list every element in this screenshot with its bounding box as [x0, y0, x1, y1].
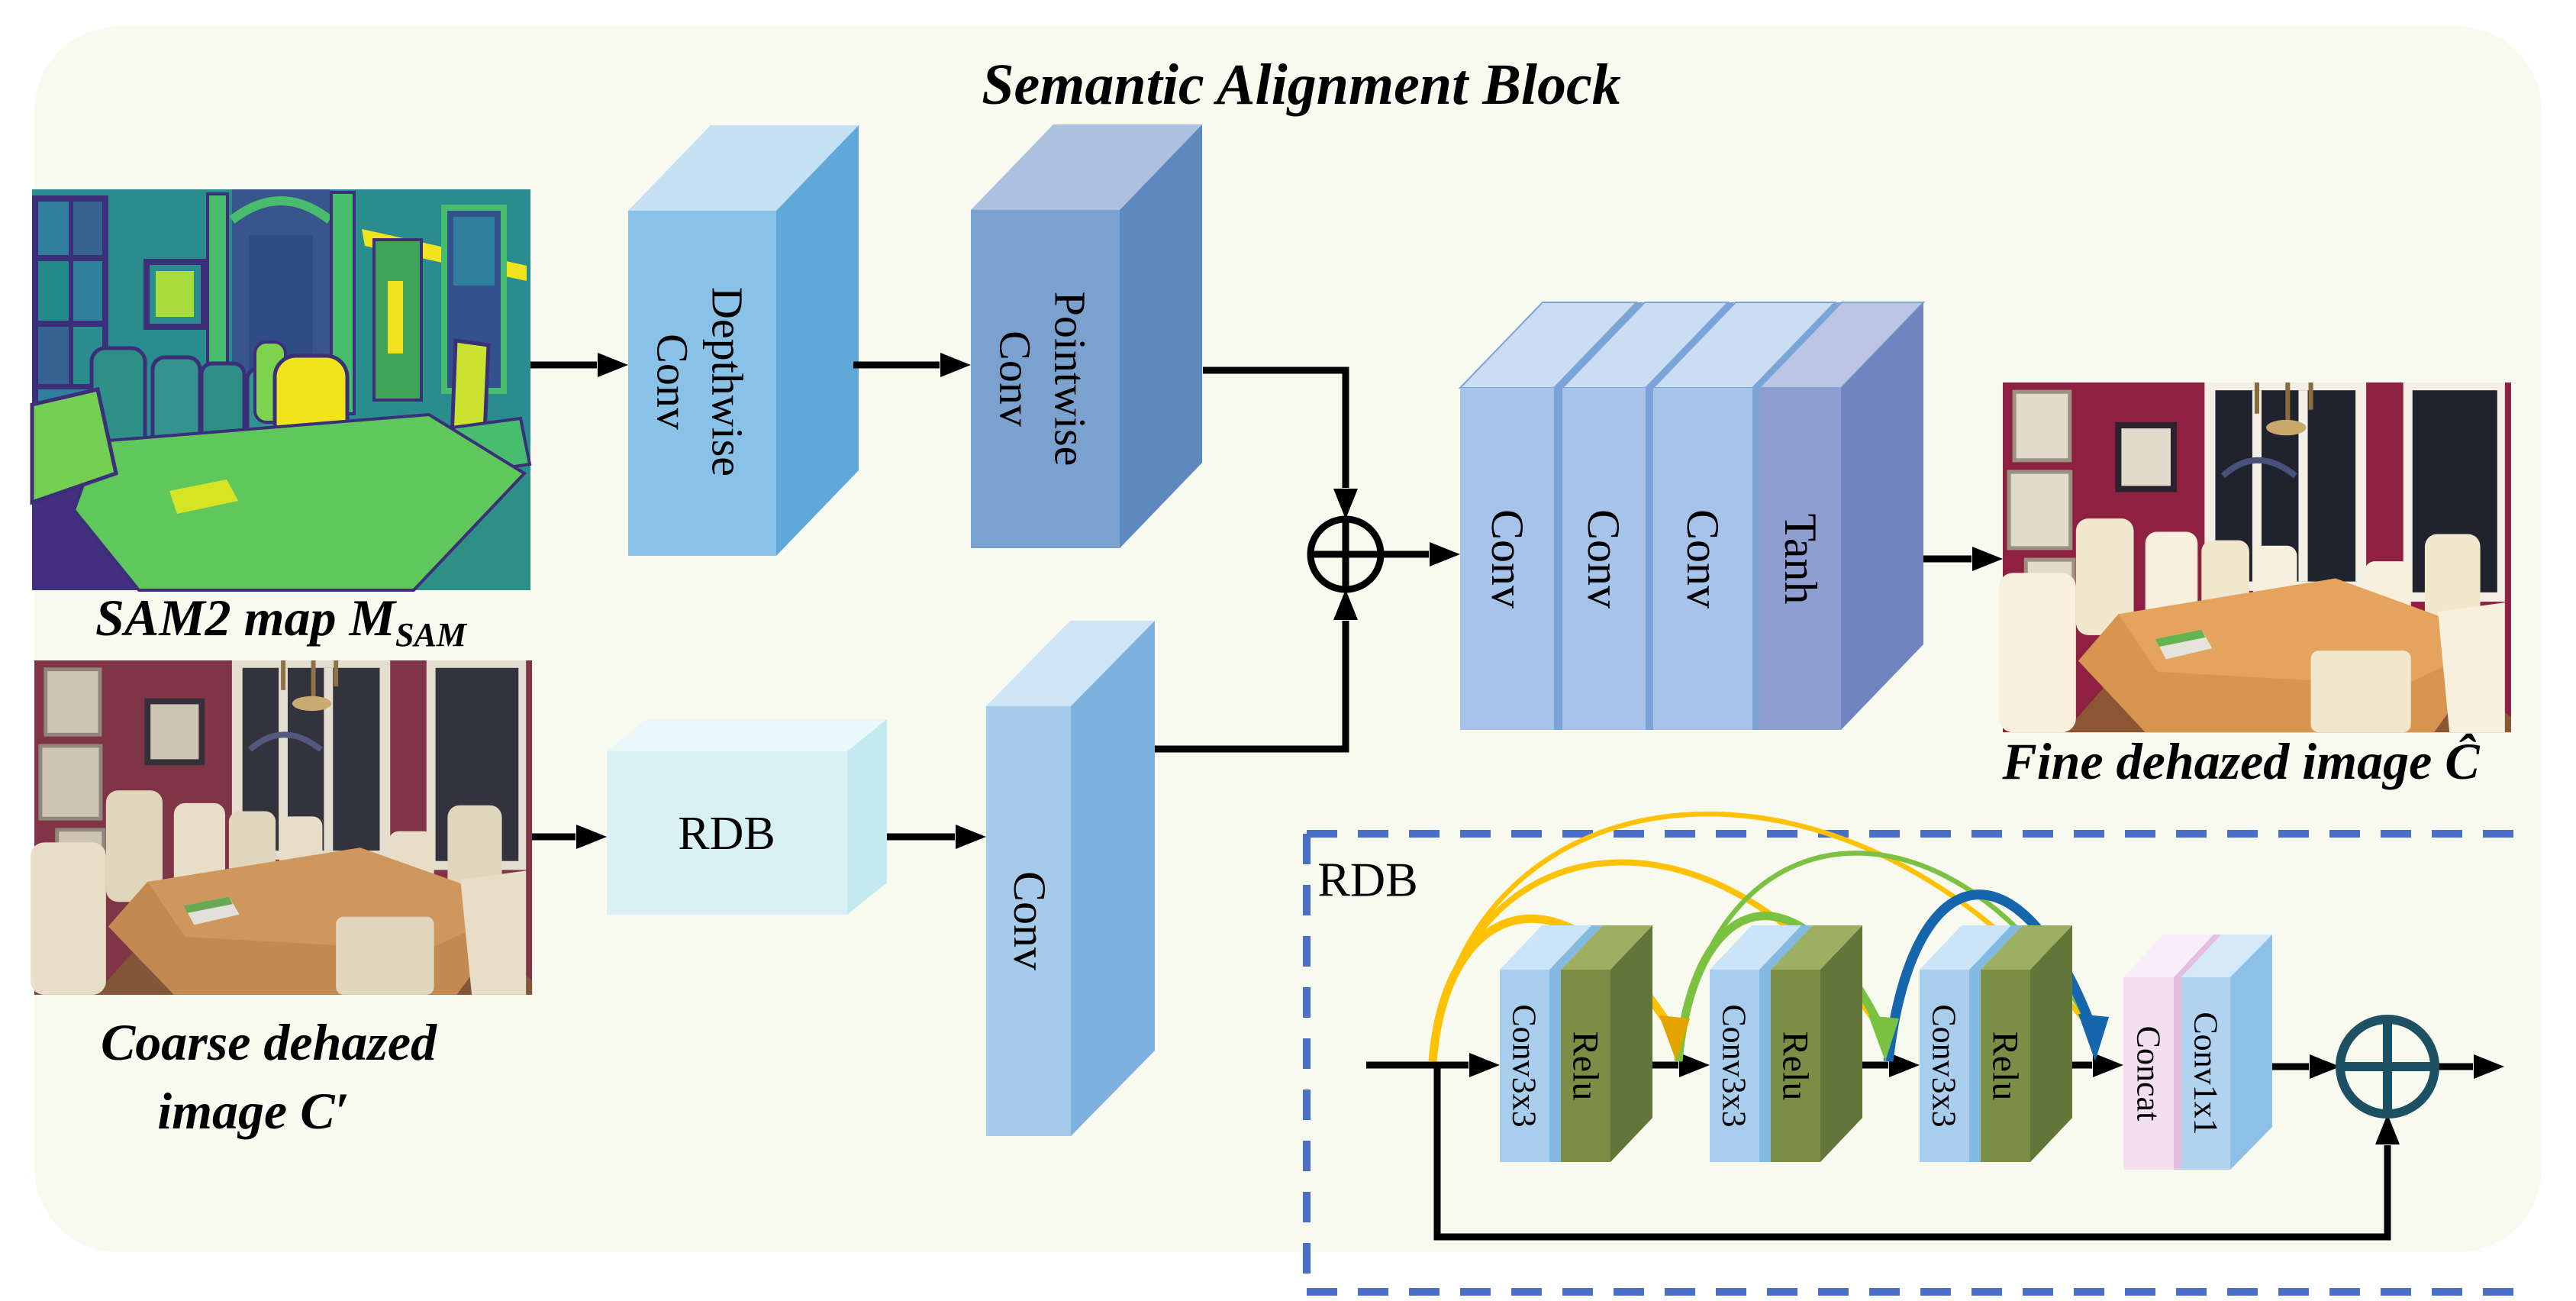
sam2-map-caption: SAM2 map MSAM: [95, 589, 468, 654]
skip-arrowhead-green: [1868, 1015, 1899, 1061]
sum-node: [1307, 515, 1385, 593]
conv-block-label: Conv: [1004, 871, 1055, 970]
rdb-conv3x3-2-label: Conv3x3: [1716, 1004, 1753, 1127]
rdb-conv3x3-3-label: Conv3x3: [1926, 1004, 1963, 1127]
pointwise-label-line2: Conv: [991, 331, 1040, 427]
rdb-concat-label: Concat: [2130, 1026, 2168, 1122]
coarse-dehazed-image: [31, 660, 532, 995]
sam2-map-image: [30, 189, 532, 592]
rdb-pair-3: Conv3x3 Relu: [1920, 925, 2072, 1162]
rdb-pair-1: Conv3x3 Relu: [1500, 925, 1652, 1162]
skip-yellow-3: [1430, 811, 2091, 1062]
figure-title: Semantic Alignment Block: [982, 53, 1620, 117]
rdb-relu-2-label: Relu: [1775, 1031, 1816, 1101]
conv-block: Conv: [986, 621, 1155, 1136]
depthwise-label-line2: Conv: [648, 334, 698, 430]
rdb-detail-label: RDB: [1317, 853, 1418, 907]
pointwise-label-line1: Pointwise: [1046, 292, 1095, 466]
main-flow-arrows: [530, 353, 2003, 849]
fine-caption: Fine dehazed image Ĉ: [2001, 732, 2480, 790]
pointwise-conv-block: Pointwise Conv: [971, 124, 1202, 548]
coarse-caption-line1: Coarse dehazed: [101, 1013, 437, 1071]
rdb-concat-conv1x1: Concat Conv1x1: [2123, 935, 2272, 1170]
rdb-block-label: RDB: [678, 808, 775, 860]
stack-tanh-label: Tanh: [1775, 513, 1826, 604]
coarse-caption-line2: image C′: [157, 1082, 349, 1140]
rdb-relu-3-label: Relu: [1985, 1031, 2026, 1101]
rdb-conv1x1-label: Conv1x1: [2188, 1012, 2225, 1135]
conv-tanh-stack: Conv Conv Conv Tanh: [1458, 302, 1926, 730]
stack-conv3-label: Conv: [1678, 509, 1728, 609]
rdb-relu-1-label: Relu: [1565, 1031, 1606, 1101]
rdb-identity-skip-line: [1433, 1065, 2391, 1241]
rdb-conv3x3-1-label: Conv3x3: [1506, 1004, 1543, 1127]
skip-arrowhead-blue: [2078, 1014, 2109, 1061]
stack-conv1-label: Conv: [1482, 509, 1533, 609]
depthwise-label-line1: Depthwise: [703, 287, 753, 476]
rdb-detail-panel: RDB: [1303, 811, 2530, 1296]
depthwise-conv-block: Depthwise Conv: [628, 125, 859, 556]
rdb-block: RDB: [607, 719, 887, 915]
skip-arrowhead-yellow: [1659, 1015, 1690, 1061]
rdb-pair-2: Conv3x3 Relu: [1710, 925, 1862, 1162]
stack-conv2-label: Conv: [1578, 509, 1629, 609]
arrow-pointwise-to-sum: [1203, 366, 1349, 488]
fine-dehazed-image: [1999, 383, 2511, 732]
arrow-conv-to-sum: [1155, 621, 1349, 753]
rdb-sum-node: [2336, 1015, 2439, 1119]
